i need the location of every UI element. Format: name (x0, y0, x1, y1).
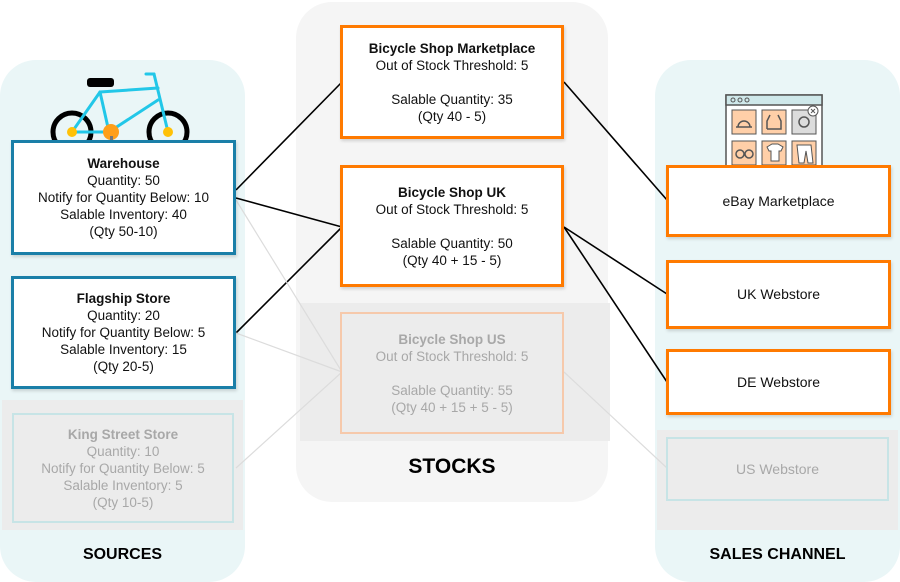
source-salable-inventory: Salable Inventory: 5 (63, 477, 183, 493)
stock-threshold: Out of Stock Threshold: 5 (375, 201, 529, 217)
channel-name: eBay Marketplace (722, 192, 835, 209)
stock-salable-quantity: Salable Quantity: 35 (391, 91, 513, 107)
stock-name: Bicycle Shop US (398, 331, 506, 347)
stock-formula: (Qty 40 - 5) (417, 108, 487, 124)
source-notify-threshold: Notify for Quantity Below: 5 (41, 460, 205, 476)
source-king-street-store[interactable]: King Street Store Quantity: 10 Notify fo… (12, 413, 234, 523)
sales-channel-heading: SALES CHANNEL (709, 546, 846, 563)
source-quantity: Quantity: 10 (86, 443, 160, 459)
channel-name: UK Webstore (737, 286, 820, 302)
source-salable-inventory: Salable Inventory: 40 (60, 207, 187, 222)
bicycle-icon (44, 70, 194, 154)
stock-formula: (Qty 40 + 15 + 5 - 5) (391, 399, 513, 415)
channel-name: US Webstore (736, 460, 819, 477)
stock-salable-quantity: Salable Quantity: 55 (391, 382, 513, 398)
source-warehouse[interactable]: Warehouse Quantity: 50 Notify for Quanti… (11, 140, 236, 255)
source-name: Warehouse (87, 156, 160, 171)
source-formula: (Qty 20-5) (93, 359, 154, 374)
source-notify-threshold: Notify for Quantity Below: 5 (41, 325, 206, 340)
stock-formula: (Qty 40 + 15 - 5) (402, 252, 502, 268)
channel-us-webstore[interactable]: US Webstore (666, 437, 889, 501)
channel-name: DE Webstore (737, 373, 820, 390)
source-flagship-store[interactable]: Flagship Store Quantity: 20 Notify for Q… (11, 276, 236, 389)
stock-threshold: Out of Stock Threshold: 5 (375, 57, 529, 73)
stocks-heading: STOCKS (408, 455, 496, 478)
source-name: King Street Store (67, 426, 179, 442)
stock-bicycle-shop-marketplace[interactable]: Bicycle Shop Marketplace Out of Stock Th… (340, 25, 564, 139)
stock-salable-quantity: Salable Quantity: 50 (391, 235, 513, 251)
source-quantity: Quantity: 50 (87, 173, 160, 188)
stock-threshold: Out of Stock Threshold: 5 (375, 348, 529, 364)
source-formula: (Qty 50-10) (89, 224, 158, 239)
stock-name: Bicycle Shop Marketplace (368, 40, 536, 56)
online-store-icon (725, 94, 825, 174)
source-salable-inventory: Salable Inventory: 15 (60, 342, 187, 357)
channel-de-webstore[interactable]: DE Webstore (666, 349, 891, 415)
source-quantity: Quantity: 20 (87, 308, 160, 323)
source-name: Flagship Store (76, 291, 171, 306)
stock-name: Bicycle Shop UK (397, 184, 507, 200)
source-formula: (Qty 10-5) (92, 494, 154, 510)
stock-bicycle-shop-us[interactable]: Bicycle Shop US Out of Stock Threshold: … (340, 312, 564, 434)
channel-ebay-marketplace[interactable]: eBay Marketplace (666, 165, 891, 237)
channel-uk-webstore[interactable]: UK Webstore (666, 260, 891, 329)
source-notify-threshold: Notify for Quantity Below: 10 (37, 190, 210, 205)
sources-heading: SOURCES (82, 546, 163, 563)
stock-bicycle-shop-uk[interactable]: Bicycle Shop UK Out of Stock Threshold: … (340, 165, 564, 287)
